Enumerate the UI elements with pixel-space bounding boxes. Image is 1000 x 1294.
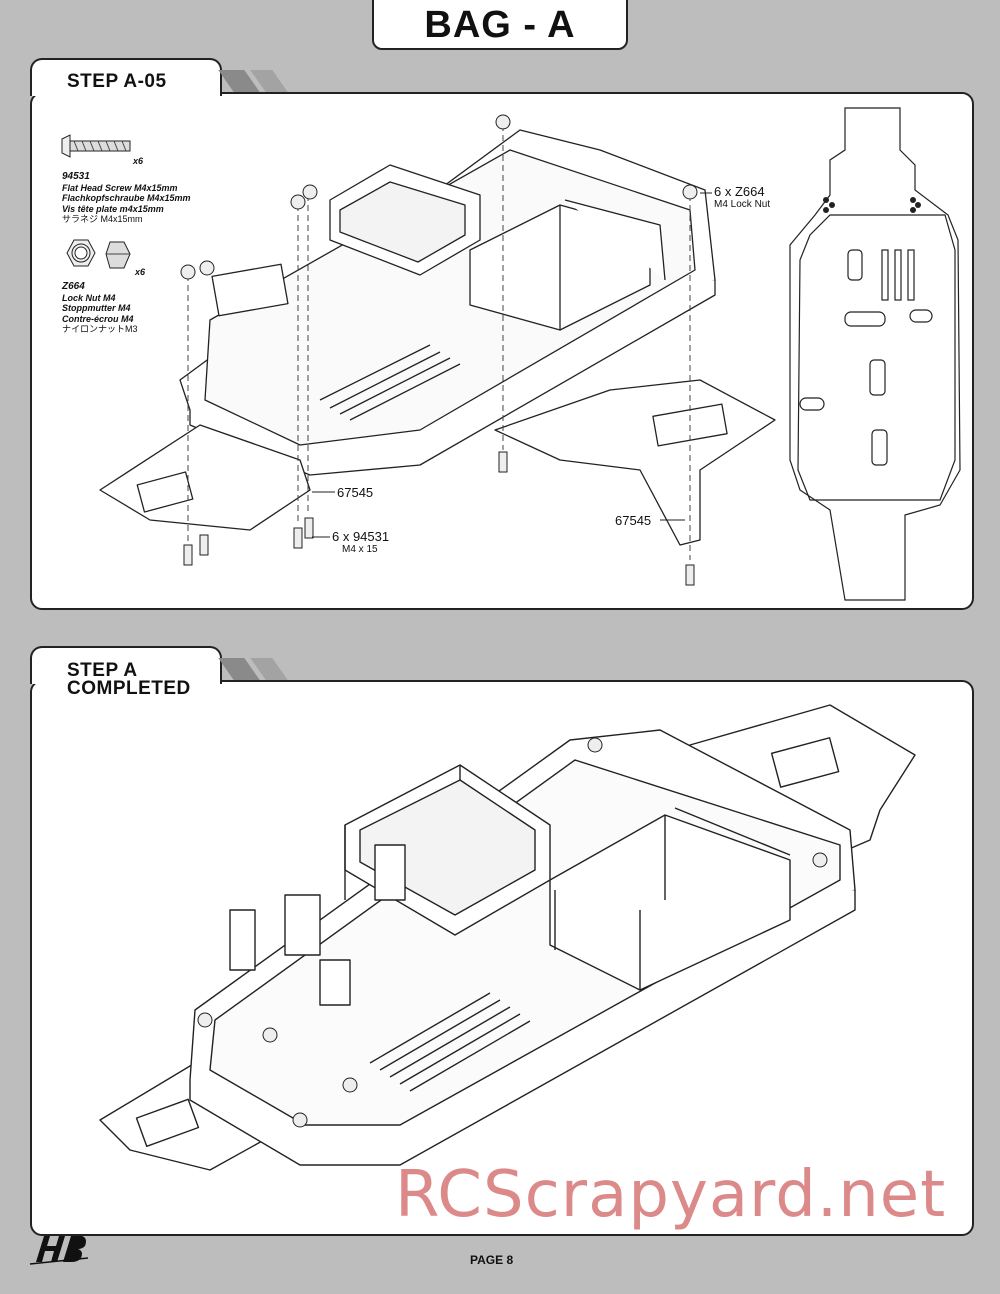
step-a-completed-title: STEP A COMPLETED — [67, 660, 191, 699]
step-a05-tab — [30, 58, 222, 96]
nut-part-info: Z664 Lock Nut M4 Stoppmutter M4 Contre-é… — [62, 281, 138, 334]
screw-part-number: 94531 — [62, 171, 90, 182]
screw-qty: x6 — [133, 156, 144, 166]
locknut-callout: 6 x Z664 M4 Lock Nut — [714, 184, 771, 211]
watermark: RCScrapyard.net — [395, 1158, 947, 1232]
step-a-completed-tab — [30, 646, 222, 684]
nut-part-number: Z664 — [62, 281, 85, 292]
screw-part-info: 94531 Flat Head Screw M4x15mm Flachkopfs… — [62, 171, 191, 224]
step-a05-title: STEP A-05 — [67, 71, 167, 92]
bag-title: BAG - A — [372, 0, 628, 50]
screw-callout: 6 x 94531 M4 x 15 — [332, 529, 390, 556]
page-number: PAGE 8 — [470, 1253, 514, 1267]
exploded-chassis-drawing — [99, 107, 961, 601]
lock-nut-icon — [66, 239, 131, 269]
plate-right-callout: 67545 — [615, 513, 652, 528]
hb-logo — [29, 1236, 89, 1265]
flat-head-screw-icon — [61, 134, 131, 158]
nut-qty: x6 — [135, 267, 146, 277]
plate-left-callout: 67545 — [337, 485, 374, 500]
